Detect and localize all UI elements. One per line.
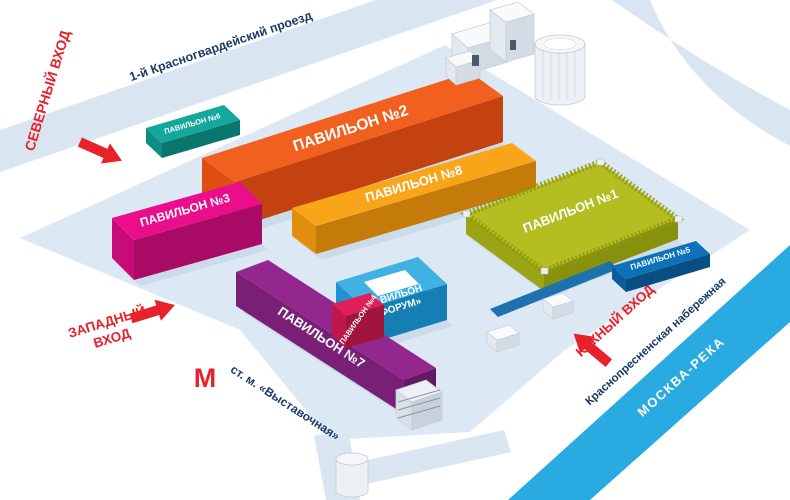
small-structure	[486, 324, 520, 341]
north-entrance-arrow-icon	[77, 137, 122, 164]
pavilion-2-roof	[202, 72, 503, 182]
pavilion-1-corner-post	[462, 210, 471, 218]
louver-line	[397, 397, 441, 411]
bottom-cylinder-top	[335, 452, 369, 466]
pavilion-5-left-face	[612, 266, 626, 292]
service-building	[445, 50, 481, 68]
pavilion-3-front-face	[134, 204, 262, 280]
pavilion-5-roof	[612, 241, 710, 279]
pavilion-3-roof	[112, 182, 262, 240]
pavilion-6-front-face	[162, 120, 240, 158]
krasnogvardeysky-road	[0, 0, 497, 172]
pavilion-8-left-face	[292, 208, 316, 254]
pavilion-5-front-face	[626, 254, 710, 292]
tower-cap	[543, 38, 577, 50]
south-entrance-arrow-icon	[573, 333, 613, 367]
service-building	[505, 13, 535, 63]
pavilion-1-corner-post	[596, 158, 605, 166]
bottom-cylinder-body	[335, 458, 369, 498]
louver-line	[397, 405, 441, 419]
pavilion-2-front-face	[235, 96, 503, 228]
expo-grounds-platform	[20, 45, 750, 440]
pavilion-7-front-face	[236, 272, 404, 414]
pavilion-8-roof	[292, 143, 536, 226]
top-right-road	[612, 0, 790, 146]
south-branch-road	[350, 430, 511, 486]
pavilion-1-corner-post	[540, 267, 549, 275]
pavilion-1-left-face	[466, 214, 544, 291]
west-entrance-arrow-icon	[129, 299, 175, 324]
pavilion-5-walkway	[490, 261, 618, 317]
pavilion-1-front-face	[544, 219, 678, 291]
gas-holder-tower	[534, 34, 586, 106]
service-buildings	[445, 1, 535, 86]
forum-front-face	[365, 284, 447, 345]
small-structure	[542, 292, 574, 308]
pavilion-4-left-face	[332, 304, 346, 348]
louvered-building-roof	[395, 379, 443, 403]
pavilion-4-roof	[332, 293, 384, 316]
pavilion-6-roof	[146, 105, 240, 143]
pavilion-4[interactable]: ПАВИЛЬОН №4	[332, 293, 384, 348]
building-door	[510, 40, 516, 50]
louvered-building	[395, 379, 443, 431]
building-door	[472, 55, 479, 66]
pavilion-1-corner-post	[674, 215, 683, 223]
louver-line	[397, 389, 441, 403]
small-structures	[486, 292, 574, 353]
pavilion-1[interactable]: ПАВИЛЬОН №1	[459, 158, 685, 291]
pavilion-8-front-face	[316, 161, 536, 254]
tower-body	[534, 43, 586, 106]
bottom-cylinder	[335, 452, 369, 498]
forum-skylight	[364, 270, 419, 296]
pavilion-6-left-face	[146, 128, 162, 158]
service-building	[489, 1, 535, 23]
pavilion-1-roof	[466, 162, 678, 271]
metro-icon: М	[194, 363, 217, 393]
moskva-river	[508, 245, 790, 500]
pavilion-3-left-face	[112, 218, 134, 280]
pavilion-4-front-face	[346, 305, 384, 348]
